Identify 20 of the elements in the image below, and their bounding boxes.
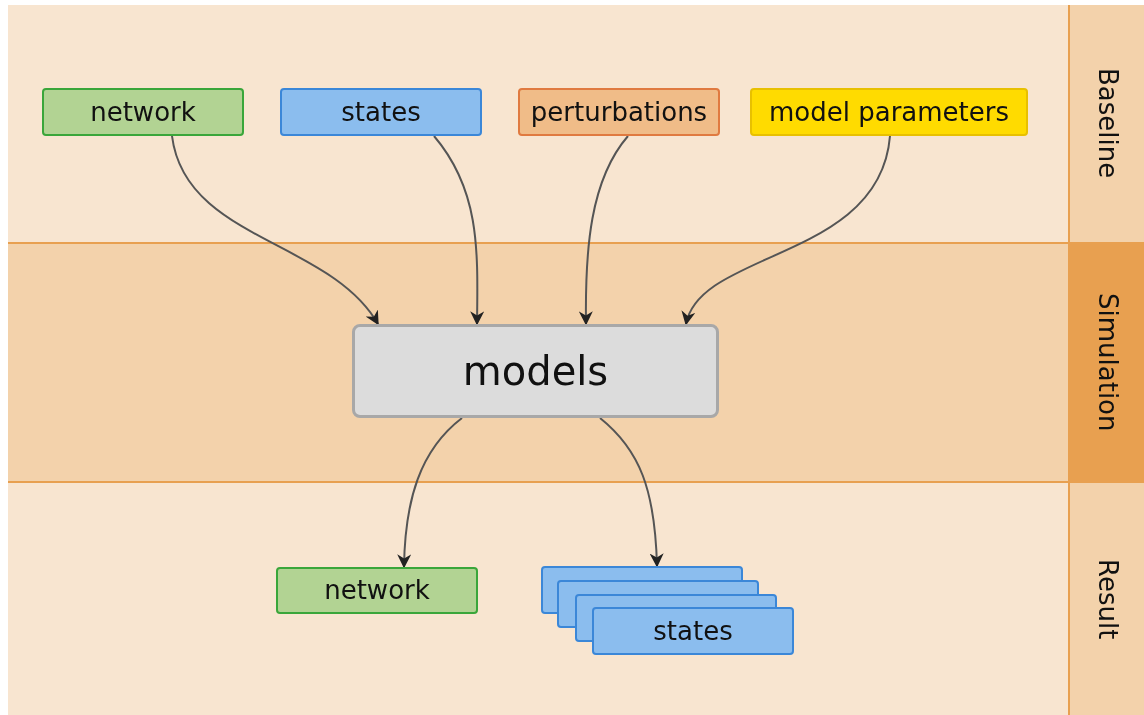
arrow [397, 417, 463, 569]
input-box: perturbations [518, 88, 720, 136]
card-label: states [653, 614, 733, 648]
lane-label: Simulation [1068, 244, 1144, 481]
output-box: network [276, 567, 478, 614]
lane-label: Result [1068, 483, 1144, 715]
swimlane-band [8, 244, 1144, 483]
arrow [433, 135, 485, 326]
lane-label: Baseline [1068, 5, 1144, 242]
arrow [684, 135, 891, 326]
swimlane-band [8, 5, 1144, 244]
process-box: models [352, 324, 719, 418]
arrow [599, 417, 664, 568]
card-stack-drawing [541, 566, 794, 655]
arrow [171, 135, 379, 326]
input-box: model parameters [750, 88, 1028, 136]
arrow [578, 135, 629, 326]
input-box: network [42, 88, 244, 136]
input-box: states [280, 88, 482, 136]
swimlane-band [8, 483, 1144, 715]
